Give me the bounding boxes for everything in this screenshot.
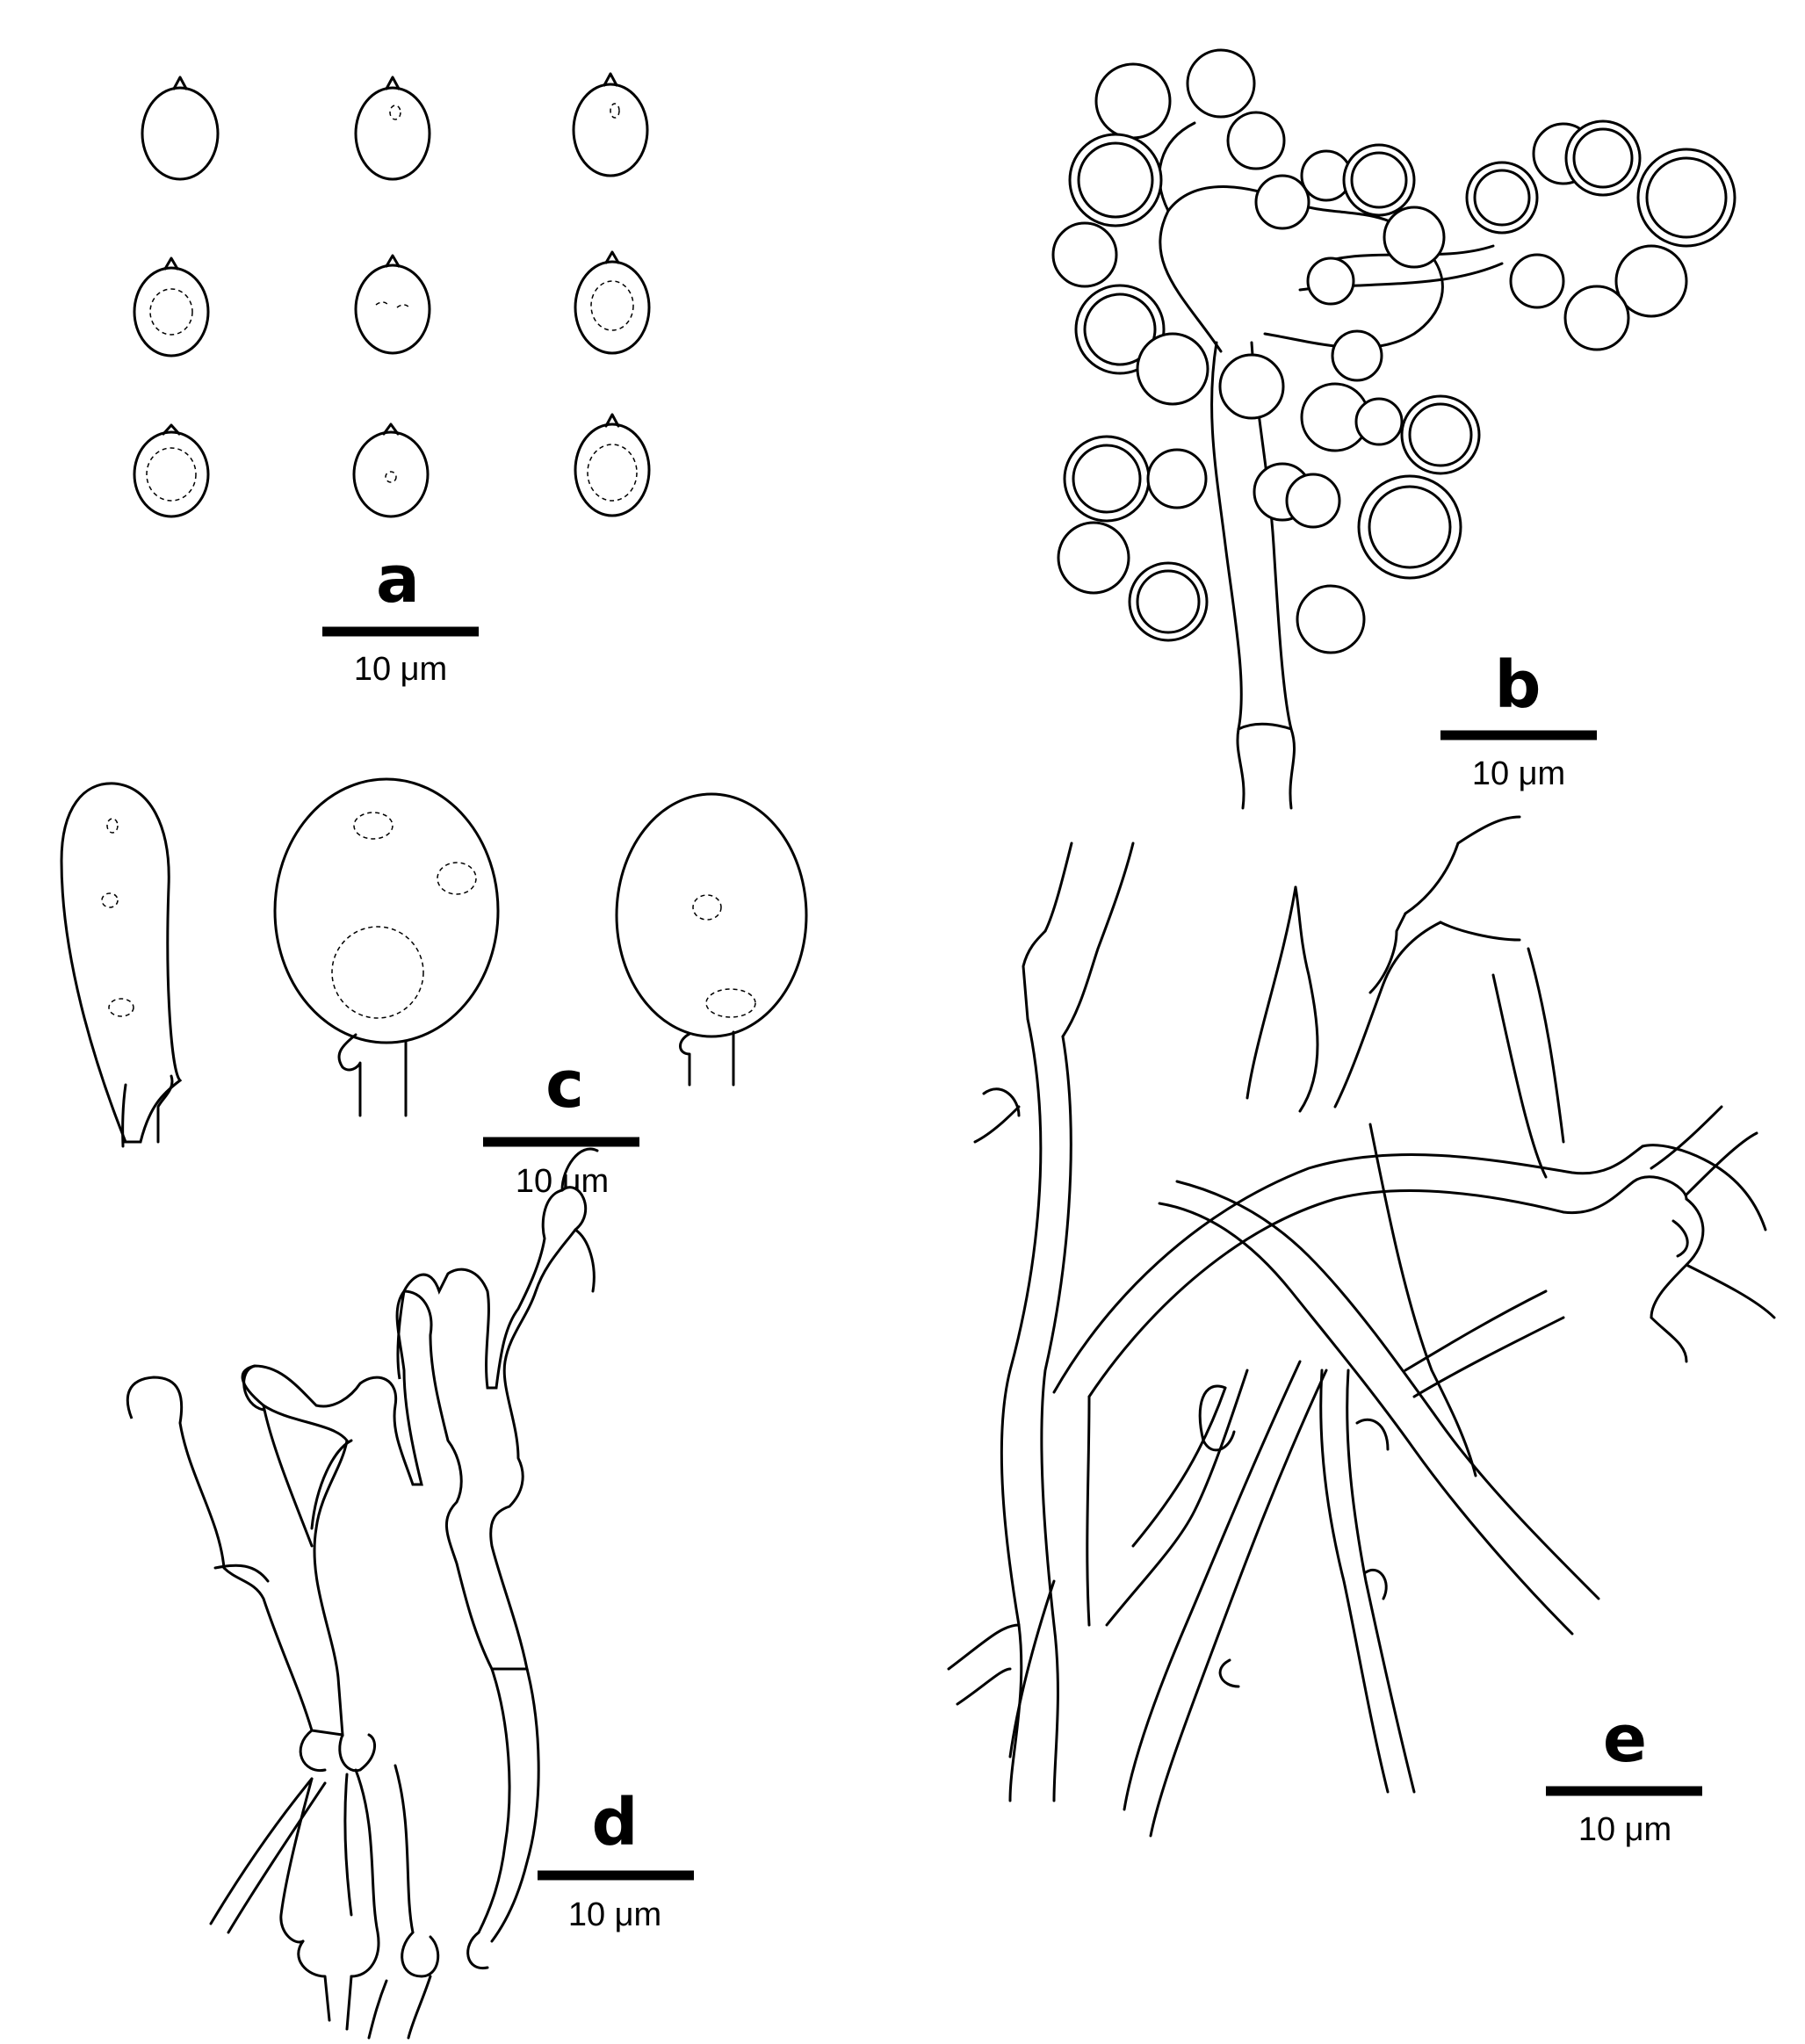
spore	[141, 76, 220, 181]
spore-grid	[133, 72, 651, 518]
panel-label-a: a	[376, 542, 420, 618]
panel-label-e: e	[1603, 1701, 1647, 1777]
spore	[354, 76, 431, 181]
spore	[572, 72, 649, 177]
panel-label-d: d	[592, 1785, 639, 1860]
spore	[574, 250, 651, 355]
spore	[133, 423, 210, 518]
spore	[352, 423, 430, 518]
hyphae-d	[126, 1147, 599, 2040]
scale-label-e: 10 μm	[1578, 1811, 1671, 1848]
scale-label-a: 10 μm	[354, 651, 447, 688]
panel-c: c 10 μm	[60, 777, 808, 1200]
cystidium-narrow	[60, 782, 183, 1148]
hyphae-e	[947, 815, 1776, 1838]
panel-label-c: c	[545, 1047, 584, 1123]
scale-label-b: 10 μm	[1472, 755, 1565, 792]
spore	[354, 254, 431, 355]
panel-d: d 10 μm	[126, 1147, 694, 2040]
scale-label-d: 10 μm	[568, 1896, 661, 1933]
cystidium-large	[273, 777, 500, 1117]
panel-b: b 10 μm	[1051, 48, 1736, 810]
spore	[574, 413, 651, 517]
panel-label-b: b	[1495, 647, 1541, 723]
chlamydospores	[1051, 48, 1736, 654]
spore	[133, 256, 210, 358]
cystidium-medium	[615, 792, 808, 1087]
panel-e: e 10 μm	[947, 815, 1776, 1848]
panel-a: a 10 μm	[133, 72, 651, 688]
